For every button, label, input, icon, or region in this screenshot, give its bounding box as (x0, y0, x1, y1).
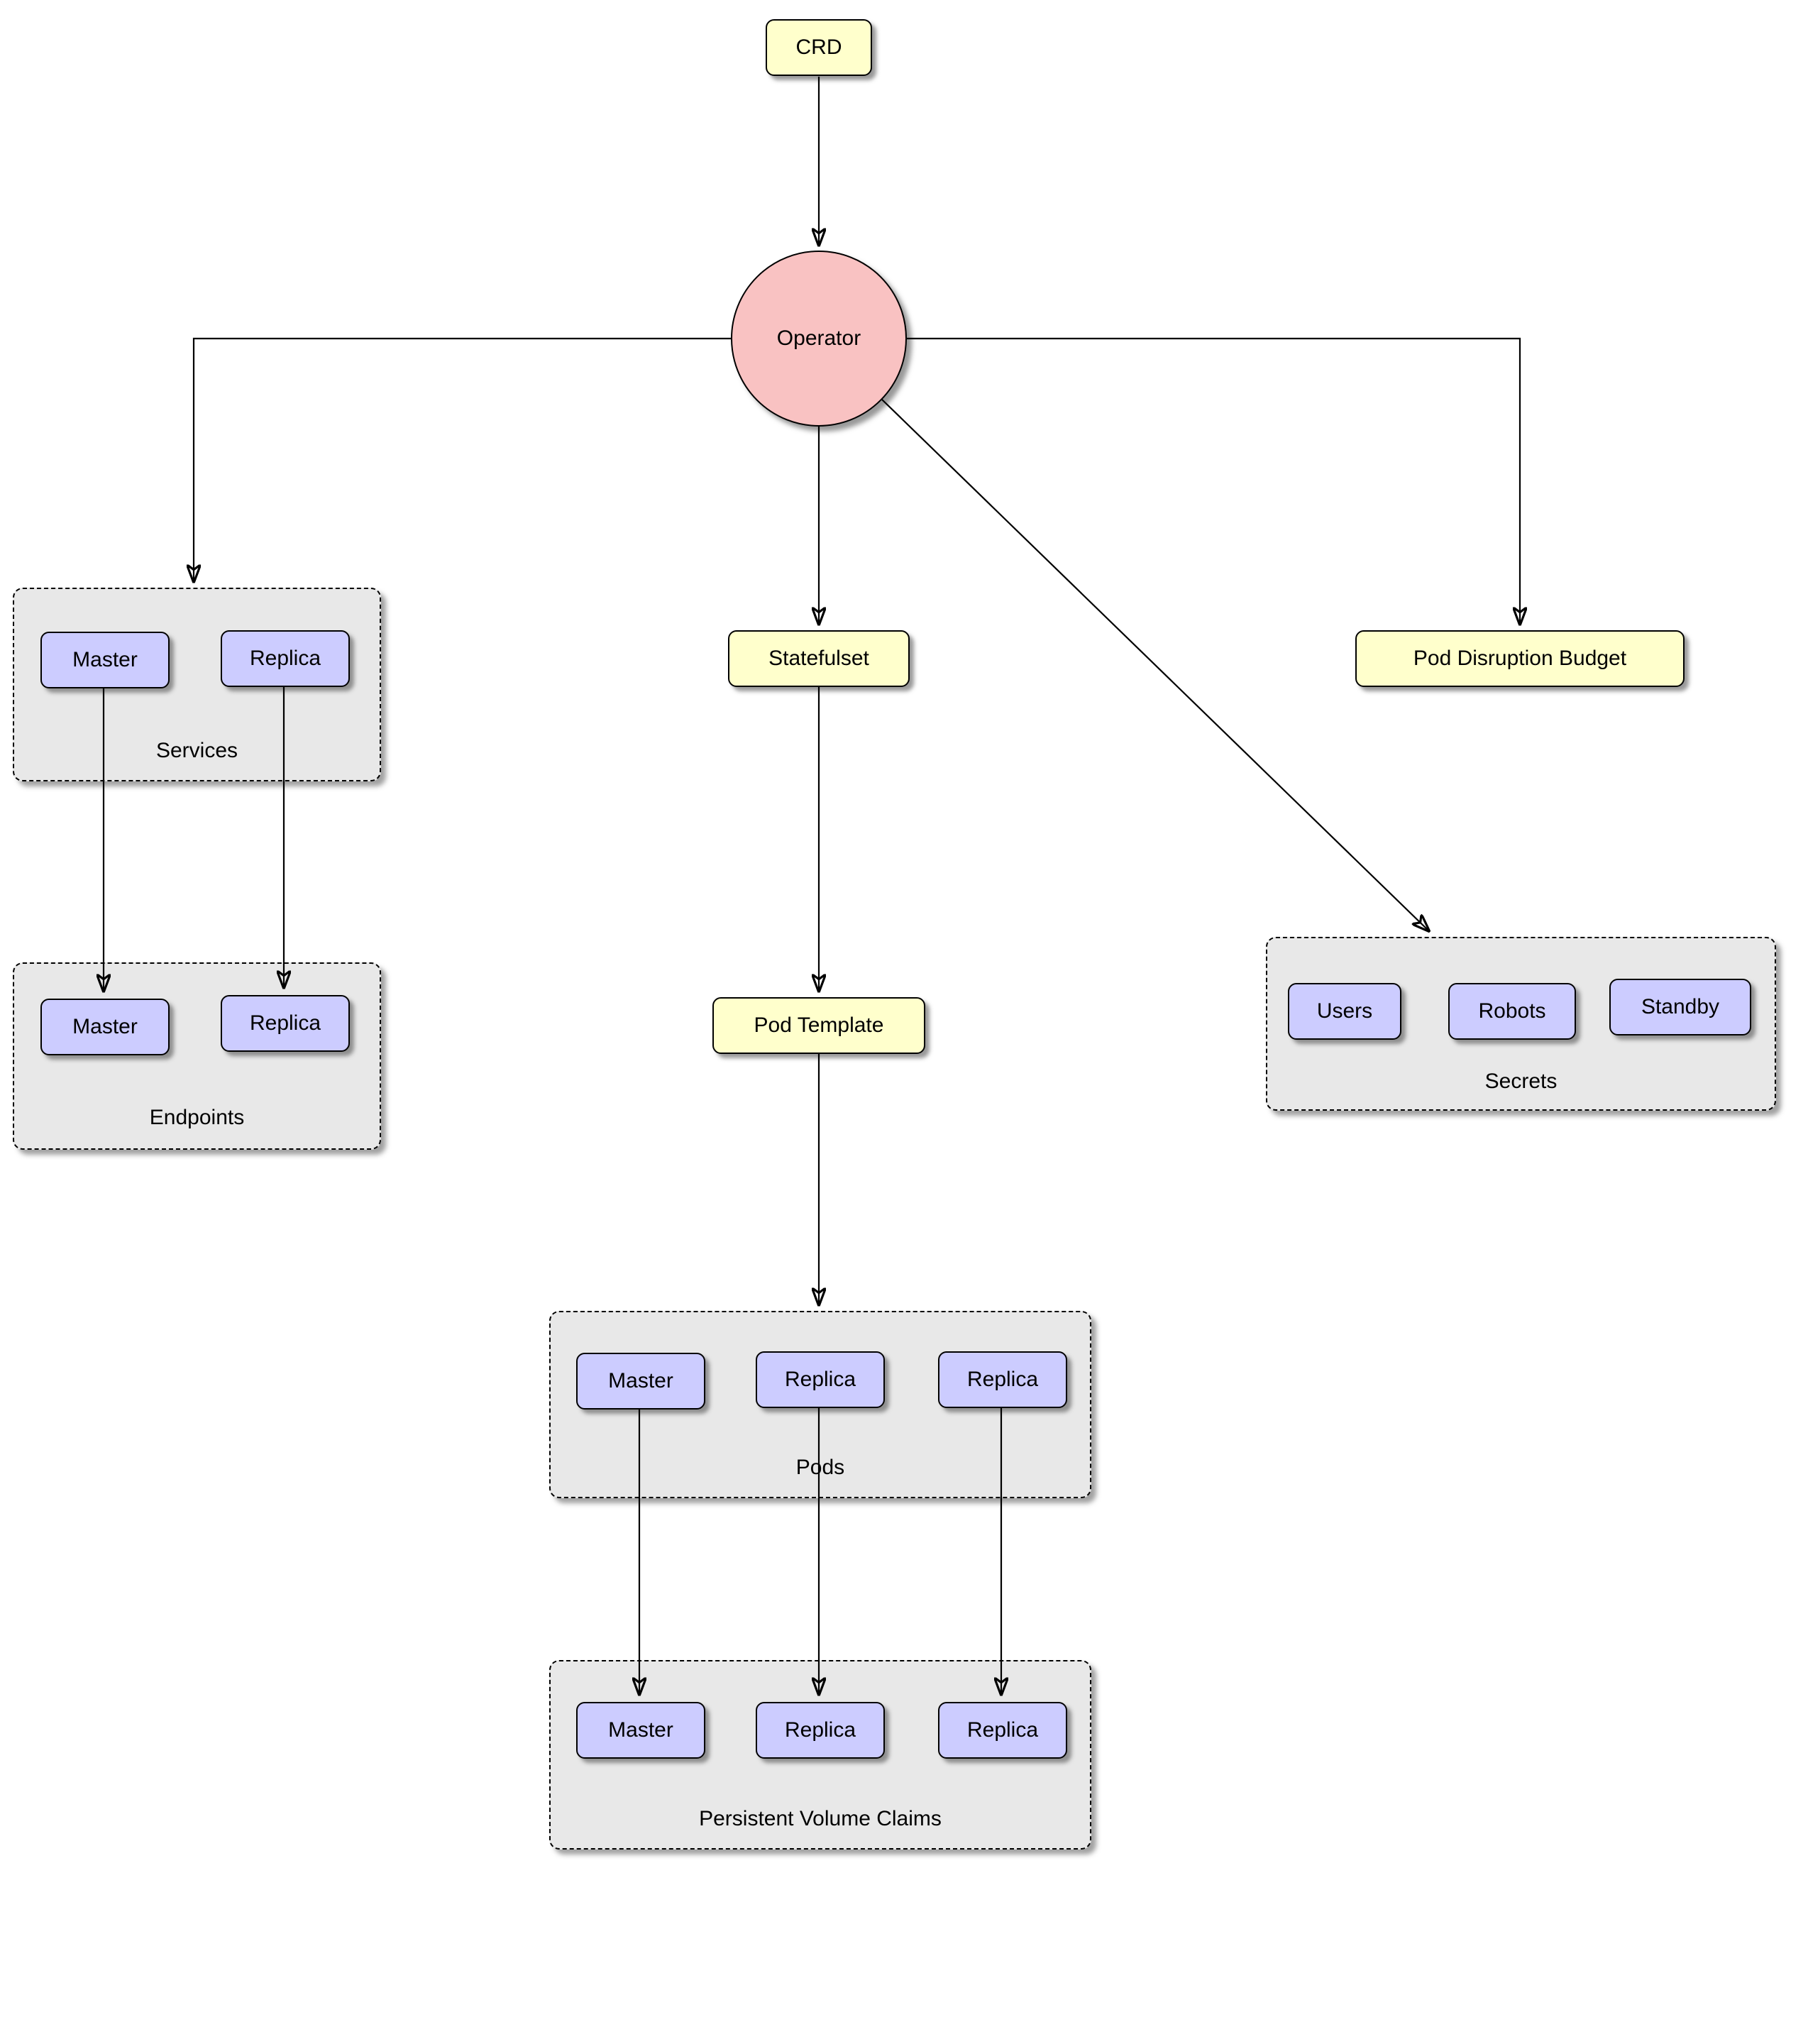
node-endpoints-replica: Replica (221, 995, 350, 1052)
node-pvc-master: Master (576, 1702, 705, 1759)
node-pods-master: Master (576, 1353, 705, 1410)
group-label-pods: Pods (795, 1456, 845, 1479)
group-pods: Master Replica Replica Pods (549, 1311, 1091, 1498)
node-pod-template: Pod Template (712, 997, 925, 1054)
group-label-persistent-volume-claims: Persistent Volume Claims (699, 1807, 942, 1830)
node-secrets-standby: Standby (1609, 979, 1751, 1035)
node-pods-replica-2: Replica (938, 1351, 1067, 1408)
group-secrets: Users Robots Standby Secrets (1266, 937, 1776, 1111)
edge-operator-pdb (907, 337, 1520, 625)
node-pvc-replica-2: Replica (938, 1702, 1067, 1759)
group-endpoints: Master Replica Endpoints (13, 962, 381, 1150)
node-pods-replica-1: Replica (756, 1351, 885, 1408)
node-endpoints-master: Master (40, 999, 170, 1055)
group-label-endpoints: Endpoints (149, 1106, 245, 1129)
node-services-replica: Replica (221, 630, 350, 687)
edge-operator-secrets (881, 399, 1429, 931)
node-secrets-robots: Robots (1448, 983, 1576, 1040)
edge-operator-services (194, 337, 731, 582)
group-services: Master Replica Services (13, 588, 381, 781)
node-operator: Operator (731, 251, 907, 427)
group-label-secrets: Secrets (1484, 1070, 1558, 1093)
node-pvc-replica-1: Replica (756, 1702, 885, 1759)
node-pod-disruption-budget: Pod Disruption Budget (1355, 630, 1685, 687)
node-statefulset: Statefulset (728, 630, 910, 687)
node-services-master: Master (40, 632, 170, 688)
group-label-services: Services (155, 739, 238, 762)
node-secrets-users: Users (1288, 983, 1401, 1040)
group-persistent-volume-claims: Master Replica Replica Persistent Volume… (549, 1660, 1091, 1850)
node-crd: CRD (766, 19, 872, 76)
